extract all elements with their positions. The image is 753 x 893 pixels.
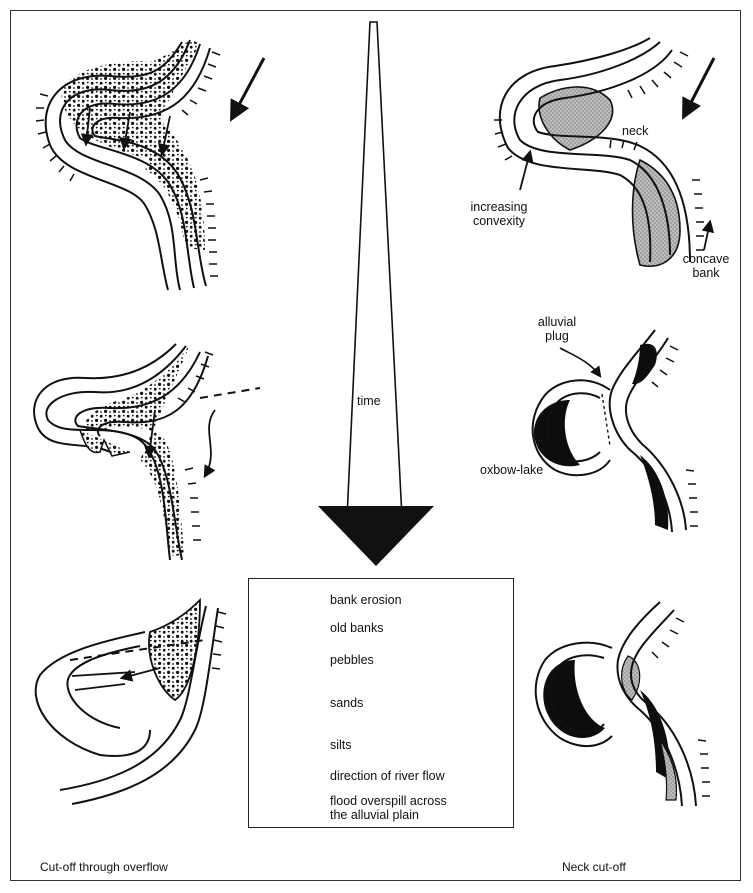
caption-overflow: Cut-off through overflow [40, 860, 168, 874]
caption-neck-cutoff: Neck cut-off [562, 860, 626, 874]
legend-sands: sands [330, 696, 363, 710]
legend-silts: silts [330, 738, 352, 752]
overflow-stage-1 [36, 40, 264, 290]
legend-pebbles: pebbles [330, 653, 374, 667]
overflow-stage-3 [36, 600, 226, 804]
time-arrow [318, 22, 434, 566]
time-label: time [357, 394, 381, 408]
legend-bank-erosion: bank erosion [330, 593, 402, 607]
legend [248, 578, 514, 828]
neck-stage-2 [533, 330, 698, 532]
neck-label: neck [622, 124, 648, 138]
oxbow-lake-label: oxbow-lake [480, 463, 543, 477]
overflow-stage-2 [34, 344, 260, 560]
neck-stage-1 [494, 38, 714, 266]
legend-old-banks: old banks [330, 621, 384, 635]
neck-stage-3 [536, 602, 710, 806]
legend-river-flow: direction of river flow [330, 769, 445, 783]
